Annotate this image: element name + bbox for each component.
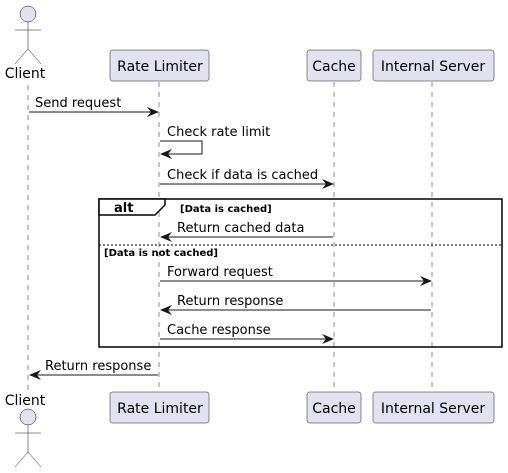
actor-client-top [14, 5, 42, 65]
message-return-response-server: Return response [177, 294, 283, 309]
message-check-cached: Check if data is cached [167, 168, 318, 183]
alt-tab [98, 198, 166, 216]
alt-frame [98, 198, 503, 348]
participant-label-cache-bottom: Cache [312, 401, 356, 417]
actor-client-bottom [14, 408, 42, 468]
message-send-request: Send request [35, 96, 121, 111]
participant-label-rate-limiter-bottom: Rate Limiter [117, 401, 203, 417]
participant-label-rate-limiter-top: Rate Limiter [117, 59, 203, 75]
alt-guard-cached: [Data is cached] [180, 204, 272, 215]
message-forward-request: Forward request [167, 265, 273, 280]
participant-label-client-top: Client [5, 66, 46, 82]
message-return-cached: Return cached data [177, 221, 304, 236]
alt-fragment: alt [Data is cached] [Data is not cached… [98, 198, 503, 348]
message-check-rate-limit: Check rate limit [167, 125, 270, 140]
participant-box-internal-server-top [372, 49, 495, 82]
arrow-check-rate-limit [160, 140, 203, 159]
message-return-response-client: Return response [45, 359, 151, 374]
participant-box-rate-limiter-bottom [109, 391, 210, 424]
participant-box-cache-bottom [306, 391, 362, 424]
participant-box-rate-limiter-top [109, 49, 210, 82]
alt-keyword: alt [114, 201, 133, 216]
participant-label-internal-server-top: Internal Server [381, 59, 486, 75]
participant-box-internal-server-bottom [372, 391, 495, 424]
participant-label-internal-server-bottom: Internal Server [381, 401, 486, 417]
participant-label-cache-top: Cache [312, 59, 356, 75]
actor-head-icon [19, 408, 37, 426]
participant-label-client-bottom: Client [5, 393, 46, 409]
actor-head-icon [19, 5, 37, 23]
message-cache-response: Cache response [167, 323, 271, 338]
lifelines [27, 82, 433, 392]
participant-box-cache-top [306, 49, 362, 82]
alt-guard-not-cached: [Data is not cached] [104, 248, 218, 259]
